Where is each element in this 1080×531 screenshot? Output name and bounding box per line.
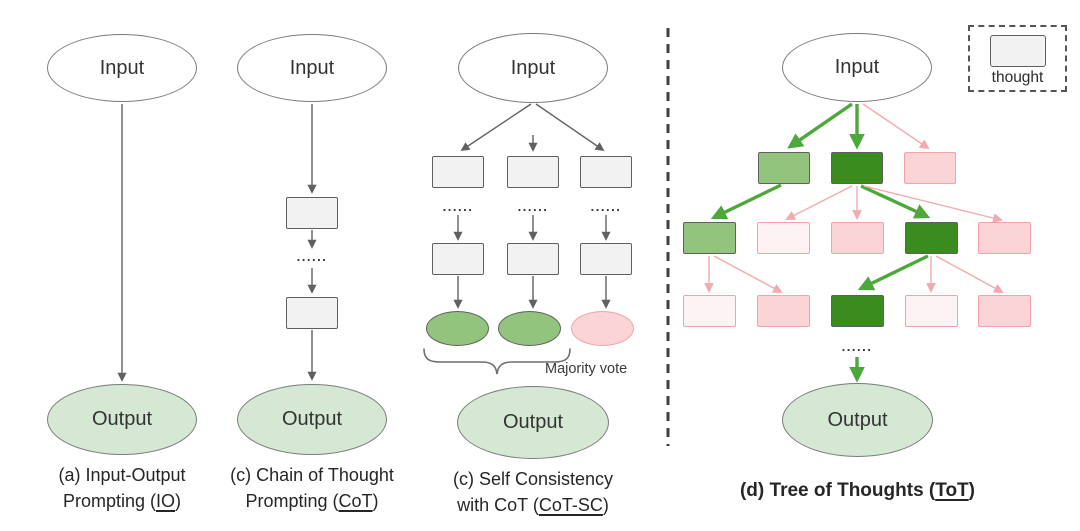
majority-vote-label: Majority vote [545, 361, 628, 377]
cot-output-node: Output [237, 384, 387, 455]
cot-ellipsis: ...... [296, 249, 328, 264]
cotsc-output-node: Output [457, 386, 609, 459]
thought-legend-label: thought [991, 69, 1044, 86]
cot-input-label: Input [289, 56, 335, 79]
cotsc-ellipsis-2: ...... [517, 199, 549, 214]
cotsc-thought-a3 [580, 156, 632, 188]
tot-node-r1-2 [831, 152, 883, 184]
tot-node-r2-2 [757, 222, 810, 254]
cot-caption: (c) Chain of Thought Prompting (CoT) [230, 465, 394, 512]
tot-input-node: Input [782, 33, 932, 102]
thought-legend-swatch [989, 35, 1046, 67]
tot-node-r2-4 [905, 222, 958, 254]
tot-node-r3-3 [831, 295, 884, 327]
io-output-node: Output [47, 384, 197, 455]
cotsc-answer-pink [571, 311, 634, 346]
tot-output-node: Output [782, 383, 933, 457]
io-output-label: Output [91, 408, 153, 430]
tot-node-r2-3 [831, 222, 884, 254]
cotsc-input-label: Input [510, 56, 556, 79]
cotsc-ellipsis-1: ...... [442, 199, 474, 214]
io-caption: (a) Input-Output Prompting (IO) [58, 465, 186, 512]
tot-caption: (d) Tree of Thoughts (ToT) [739, 480, 975, 501]
thought-legend: thought [968, 25, 1067, 92]
tot-arrows [704, 102, 1004, 383]
cotsc-caption: (c) Self Consistency with CoT (CoT-SC) [452, 469, 614, 516]
cotsc-input-node: Input [458, 33, 608, 103]
tot-input-label: Input [834, 56, 880, 78]
cot-output-label: Output [281, 408, 343, 430]
tot-node-r2-1 [683, 222, 736, 254]
tot-output-label: Output [827, 408, 888, 431]
cotsc-output-label: Output [502, 411, 564, 433]
cotsc-thought-b1 [432, 243, 484, 275]
io-input-label: Input [99, 56, 145, 79]
majority-vote-brace [423, 348, 571, 375]
cotsc-answer-green-1 [426, 311, 489, 346]
tot-node-r2-5 [978, 222, 1031, 254]
cotsc-thought-a1 [432, 156, 484, 188]
cotsc-answer-green-2 [498, 311, 561, 346]
tot-node-r3-2 [757, 295, 810, 327]
tot-node-r1-3 [904, 152, 956, 184]
io-input-node: Input [47, 34, 197, 102]
tot-node-r3-5 [978, 295, 1031, 327]
cotsc-arrows [453, 103, 611, 309]
tot-node-r3-4 [905, 295, 958, 327]
tot-ellipsis: ...... [841, 339, 873, 354]
cot-input-node: Input [237, 34, 387, 102]
cotsc-thought-b3 [580, 243, 632, 275]
cotsc-thought-b2 [507, 243, 559, 275]
cot-thought-node-1 [286, 197, 338, 229]
cot-thought-node-2 [286, 297, 338, 329]
cotsc-ellipsis-3: ...... [590, 199, 622, 214]
cotsc-thought-a2 [507, 156, 559, 188]
tot-node-r3-1 [683, 295, 736, 327]
tot-node-r1-1 [758, 152, 810, 184]
